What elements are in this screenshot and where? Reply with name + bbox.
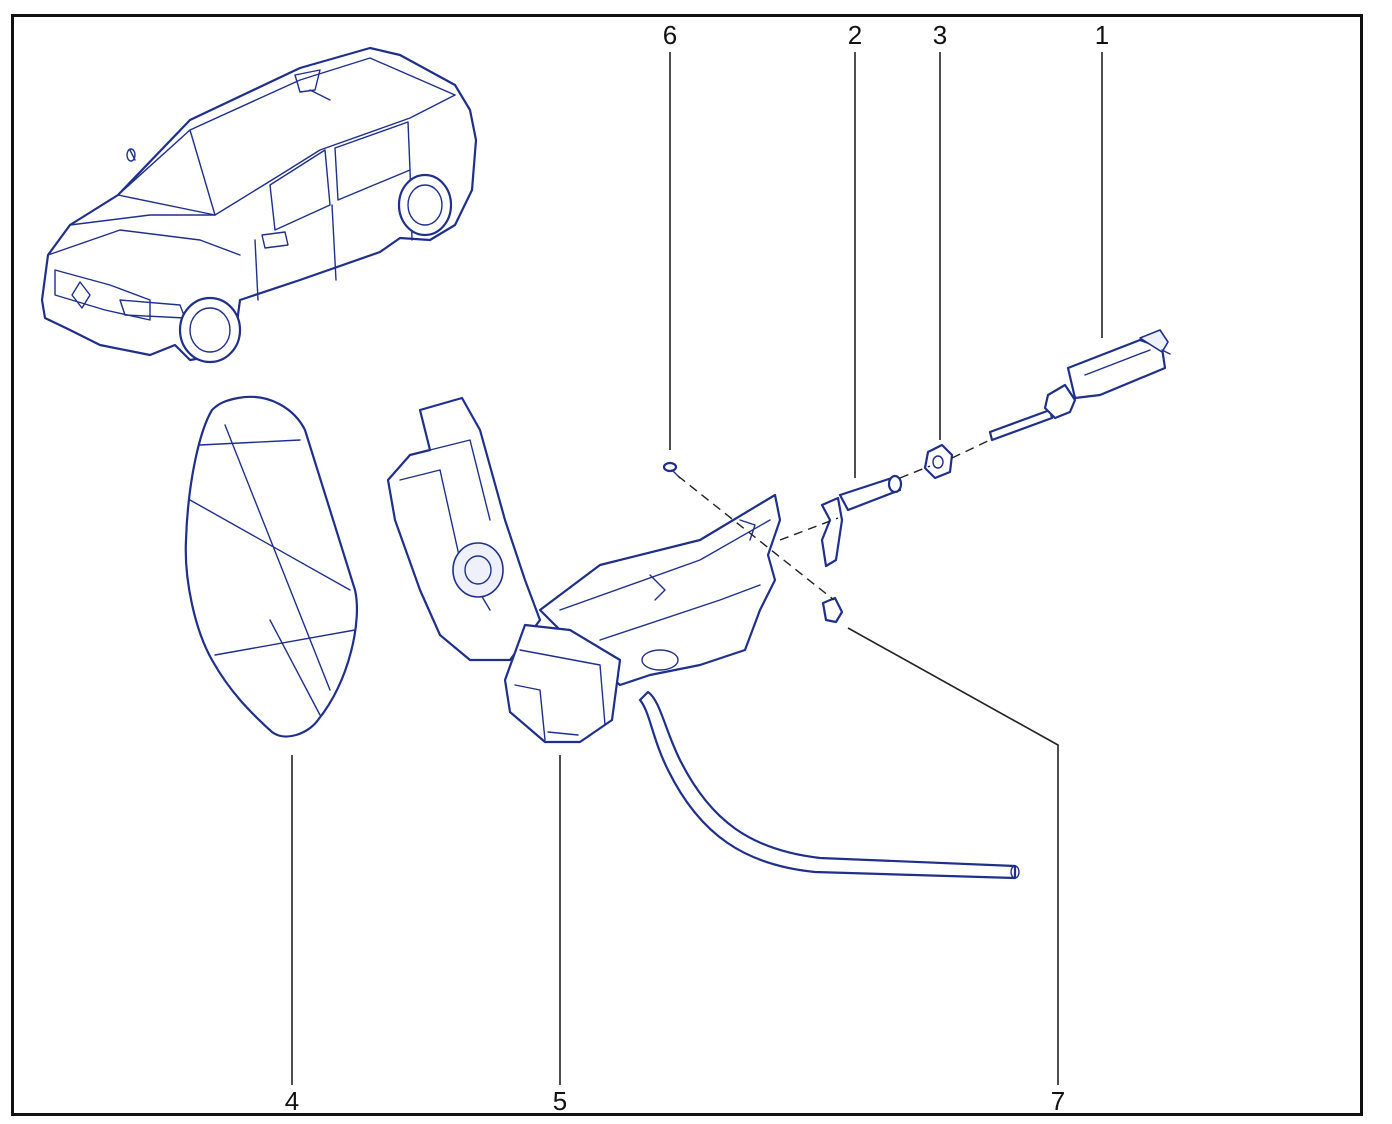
assembly-axis-lines: [677, 439, 991, 601]
callout-7: 7: [1051, 1086, 1065, 1116]
part-2-actuator-pin: [820, 474, 903, 568]
callout-2: 2: [848, 20, 862, 50]
diagram-frame: [11, 14, 1363, 1116]
part-5-filler-housing: [386, 396, 1020, 880]
callout-5: 5: [553, 1086, 567, 1116]
callout-3: 3: [933, 20, 947, 50]
callout-labels: 6 2 3 1 4 5 7: [285, 20, 1109, 1116]
part-3-retaining-clip: [923, 443, 954, 480]
part-1-lock-actuator: [988, 329, 1171, 442]
leader-lines: [291, 52, 1103, 1085]
callout-1: 1: [1095, 20, 1109, 50]
callout-4: 4: [285, 1086, 299, 1116]
car-overview-illustration: [40, 46, 478, 364]
part-4-fuel-flap: [184, 395, 359, 738]
part-7-clip: [821, 596, 844, 624]
callout-6: 6: [663, 20, 677, 50]
part-6-screw: [662, 461, 681, 479]
